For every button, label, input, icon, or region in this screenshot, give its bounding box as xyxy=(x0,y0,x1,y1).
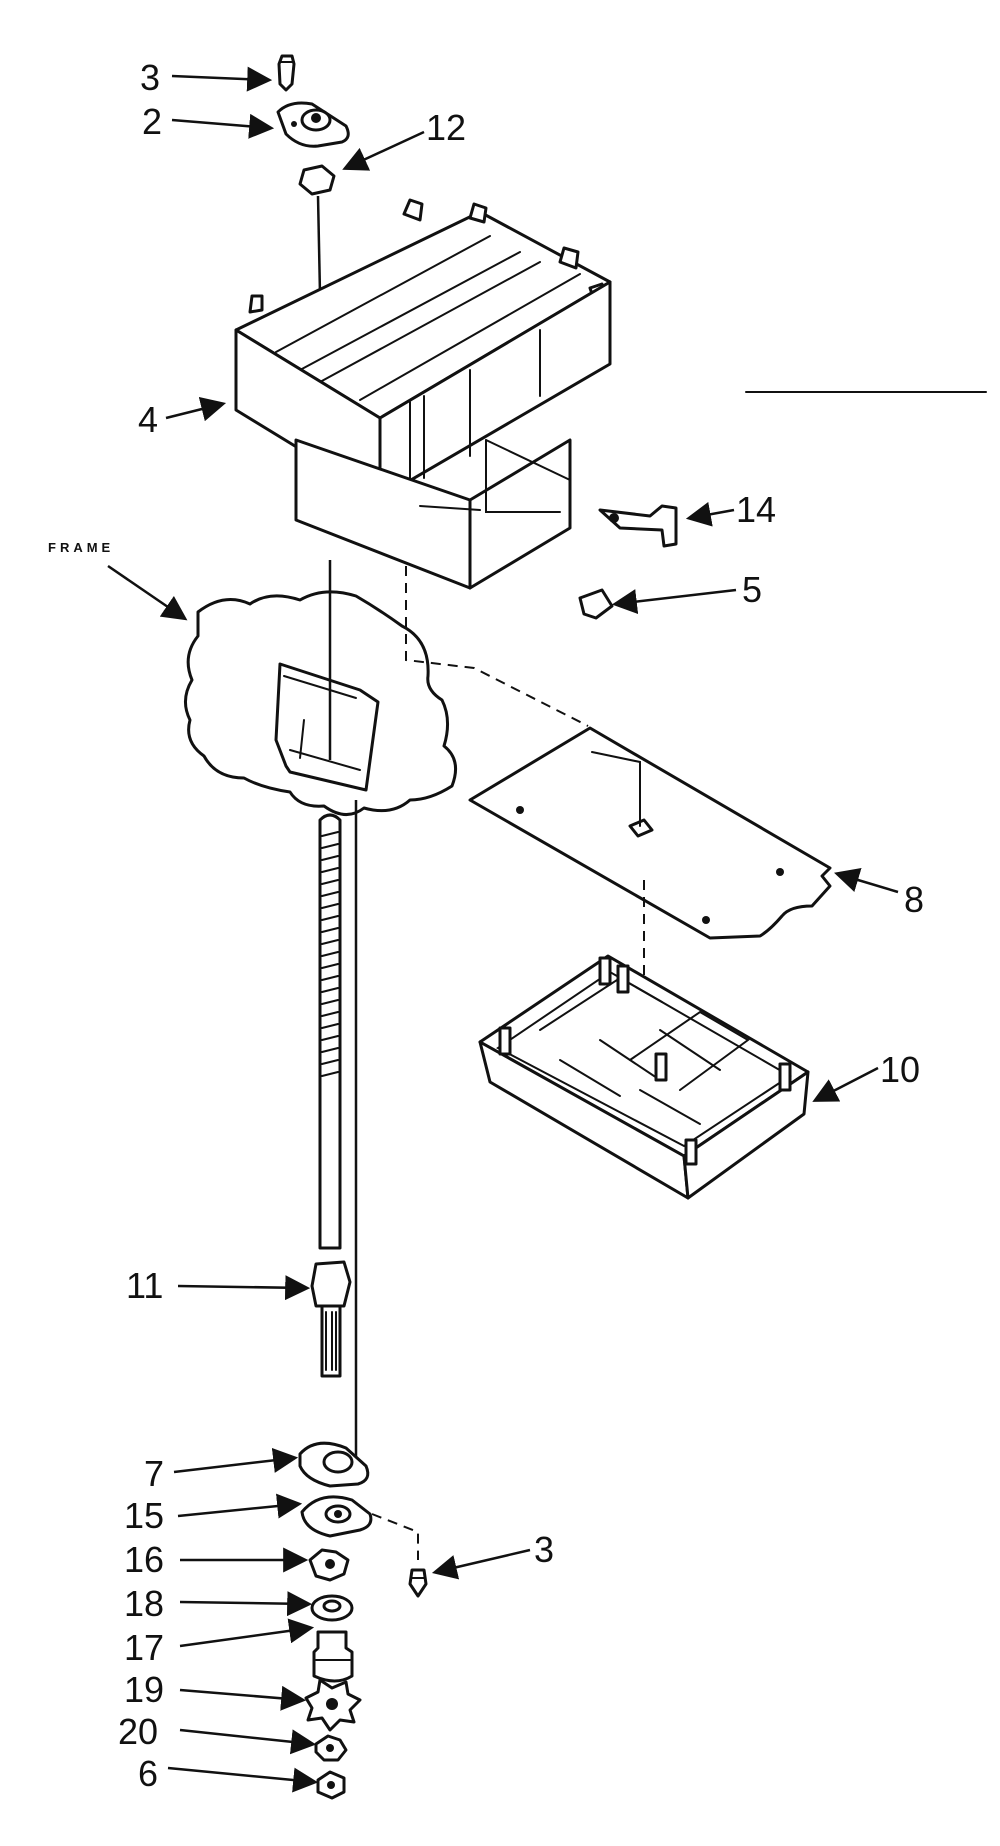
callout-16: 16 xyxy=(124,1539,164,1580)
leader-20 xyxy=(179,1728,317,1755)
clip-part xyxy=(598,504,678,548)
callout-frame: FRAME xyxy=(48,540,114,555)
leader-19 xyxy=(179,1685,307,1711)
leader-4 xyxy=(165,396,227,422)
callout-10: 10 xyxy=(880,1049,920,1090)
leader-3-bottom xyxy=(431,1548,531,1580)
callout-2: 2 xyxy=(142,101,162,142)
leader-frame xyxy=(107,564,188,621)
callout-8: 8 xyxy=(904,879,924,920)
leader-2 xyxy=(171,113,275,139)
leader-3-top xyxy=(171,66,273,92)
callout-20: 20 xyxy=(118,1711,158,1752)
small-bracket xyxy=(578,588,614,620)
callout-17: 17 xyxy=(124,1627,164,1668)
leader-14 xyxy=(685,501,735,527)
mounting-plate xyxy=(468,726,832,940)
leader-6 xyxy=(167,1766,319,1793)
leader-18 xyxy=(179,1591,313,1617)
bracket-bottom-7 xyxy=(298,1441,370,1488)
callout-3-bottom: 3 xyxy=(534,1529,554,1570)
leader-12 xyxy=(342,130,425,171)
nut-6 xyxy=(316,1770,346,1800)
callout-6: 6 xyxy=(138,1753,158,1794)
leader-5 xyxy=(611,588,737,615)
base-tray xyxy=(478,954,810,1200)
washer-15 xyxy=(300,1495,373,1538)
callout-14: 14 xyxy=(736,489,776,530)
bracket-top xyxy=(276,101,350,148)
screw-top xyxy=(277,54,296,92)
frame-section xyxy=(184,590,458,816)
callout-19: 19 xyxy=(124,1669,164,1710)
star-washer-16 xyxy=(308,1548,350,1582)
bushing-17 xyxy=(312,1630,354,1683)
washer-18 xyxy=(310,1594,354,1622)
leader-11 xyxy=(177,1275,311,1301)
leader-15 xyxy=(177,1493,303,1519)
leader-17 xyxy=(179,1618,315,1648)
threaded-shaft xyxy=(310,813,352,1378)
callout-11: 11 xyxy=(126,1265,163,1306)
leader-10 xyxy=(812,1066,879,1102)
washer-20 xyxy=(314,1734,348,1762)
leader-7 xyxy=(173,1447,299,1474)
callout-5: 5 xyxy=(742,569,762,610)
dashed-guide-plate xyxy=(405,566,589,727)
leader-8 xyxy=(834,868,899,894)
callout-4: 4 xyxy=(138,399,158,440)
callout-12: 12 xyxy=(426,107,466,148)
callout-3-top: 3 xyxy=(140,57,160,98)
callout-7: 7 xyxy=(144,1453,164,1494)
callout-15: 15 xyxy=(124,1495,164,1536)
housing xyxy=(234,198,612,590)
dashed-guide-screw xyxy=(371,1513,419,1560)
screw-bottom xyxy=(408,1568,428,1598)
callout-18: 18 xyxy=(124,1583,164,1624)
nut-top xyxy=(298,164,336,196)
gear-19 xyxy=(304,1678,362,1732)
